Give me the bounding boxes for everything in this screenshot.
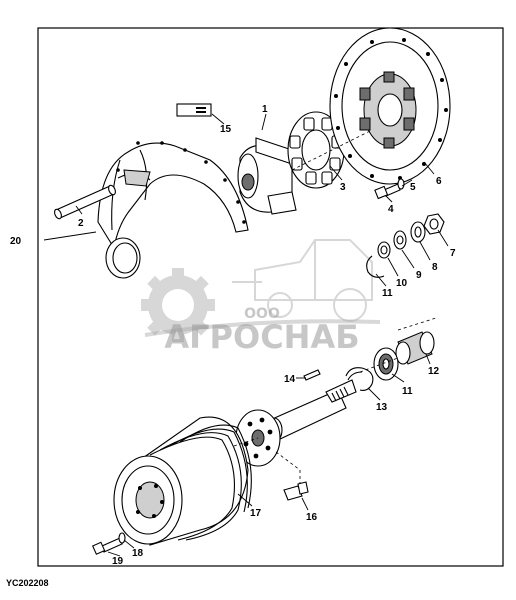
part-12-bushing <box>395 331 435 365</box>
callout-1: 1 <box>262 104 268 115</box>
callout-4: 4 <box>388 204 394 215</box>
watermark-company-prefix: ООО <box>244 306 280 322</box>
part-3-elastomer-coupling <box>287 111 345 189</box>
callout-13: 13 <box>376 402 388 413</box>
callout-6: 6 <box>436 176 442 187</box>
callout-18: 18 <box>132 548 144 559</box>
leader-lines <box>43 113 449 557</box>
alignment-line-upper <box>291 129 373 171</box>
callout-17: 17 <box>250 508 262 519</box>
part-6-flex-plate <box>329 27 451 185</box>
callout-19: 19 <box>112 556 124 567</box>
callout-15: 15 <box>220 124 232 135</box>
swoosh-logo-icon <box>144 319 381 337</box>
callout-7: 7 <box>450 248 456 259</box>
gear-logo-icon <box>141 268 215 342</box>
part-5-washer <box>397 178 405 190</box>
alignment-line-fitting <box>275 451 301 484</box>
callout-11-lower: 11 <box>402 386 413 397</box>
combine-harvester-logo-icon <box>232 239 373 322</box>
part-11-bearing <box>373 347 399 381</box>
callout-5: 5 <box>410 182 416 193</box>
part-9-spacer <box>393 230 407 250</box>
alignment-line-bushing <box>397 317 437 331</box>
part-20-flywheel-housing <box>97 141 249 250</box>
callout-2: 2 <box>78 218 84 229</box>
part-8-washer <box>410 221 426 243</box>
callout-3: 3 <box>340 182 346 193</box>
part-11-snap-ring-upper <box>366 255 385 278</box>
part-4-cap-screw <box>374 183 401 200</box>
part-17-pulley <box>113 416 252 546</box>
callout-8: 8 <box>432 262 438 273</box>
callout-20: 20 <box>10 236 22 247</box>
callout-12: 12 <box>428 366 440 377</box>
callout-10: 10 <box>396 278 408 289</box>
part-1-coupling-hub <box>237 137 297 215</box>
watermark-company-name: АГРОСНАБ <box>164 318 359 356</box>
callout-9: 9 <box>416 270 422 281</box>
figure-code: YC202208 <box>6 578 49 588</box>
part-2-dowel-pin <box>54 184 116 220</box>
part-18-washer <box>118 532 126 544</box>
oil-seal-ring <box>105 237 141 279</box>
part-7-lock-nut <box>423 213 445 235</box>
alignment-line-bearing <box>359 357 399 373</box>
part-14-key <box>303 369 321 381</box>
part-15-label-plate <box>176 103 212 117</box>
agrosnab-watermark: ООО АГРОСНАБ <box>141 239 381 356</box>
part-16-fitting <box>283 481 309 501</box>
part-19-bolt <box>91 537 123 555</box>
callout-14: 14 <box>284 374 296 385</box>
part-10-seal <box>377 241 391 259</box>
alignment-line-hub <box>233 437 259 447</box>
callout-11-upper: 11 <box>382 288 393 299</box>
callout-16: 16 <box>306 512 318 523</box>
diagram-border <box>37 27 504 567</box>
